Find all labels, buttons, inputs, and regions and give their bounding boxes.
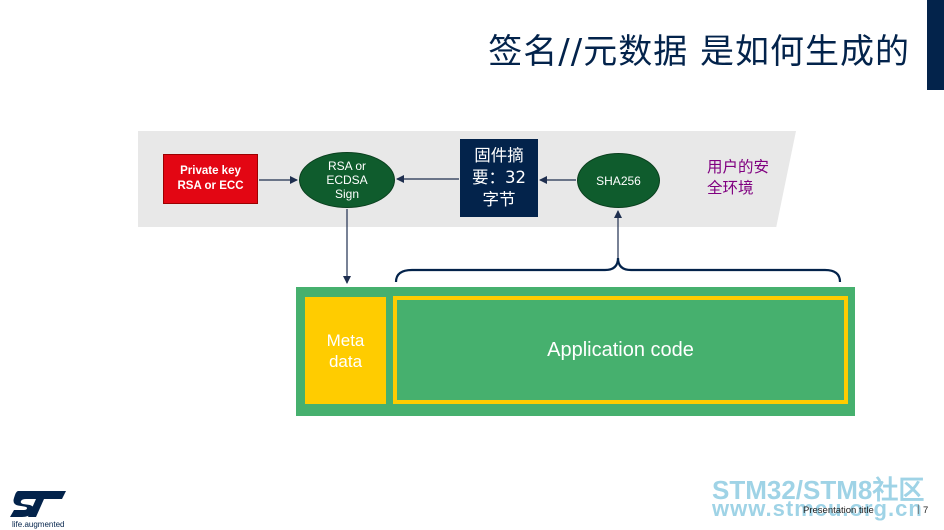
footer-separator: | [917, 504, 920, 515]
watermark-line-2: www.stmcu.org.cn [712, 496, 923, 521]
rsa-ecdsa-sign-node: RSA or ECDSA Sign [299, 152, 395, 208]
application-code-label: Application code [547, 338, 694, 361]
private-key-line-2: RSA or ECC [177, 180, 244, 192]
application-code-block: Application code [393, 296, 848, 404]
digest-line-2: 要：32 [472, 168, 526, 187]
accent-bar [927, 0, 944, 90]
st-logo-icon [10, 491, 66, 517]
brand-tagline: life.augmented [12, 520, 65, 529]
rsa-line-3: Sign [334, 187, 360, 201]
private-key-box: Private key RSA or ECC [163, 154, 258, 204]
secure-env-line-2: 全环境 [707, 179, 754, 197]
application-brace [394, 257, 842, 283]
metadata-line-1: Meta [326, 330, 365, 350]
footer-presentation-title: Presentation title [803, 505, 874, 516]
digest-line-3: 字节 [482, 190, 516, 209]
slide-title: 签名//元数据 是如何生成的 [488, 32, 910, 72]
secure-env-line-1: 用户的安 [707, 158, 770, 176]
firmware-image-block [296, 287, 855, 416]
digest-line-1: 固件摘 [474, 146, 524, 165]
rsa-line-2: ECDSA [326, 173, 368, 187]
firmware-digest-box: 固件摘 要：32 字节 [460, 139, 538, 217]
page-number: 7 [923, 505, 929, 516]
secure-environment-label: 用户的安 全环境 [707, 157, 769, 199]
watermark-line-1: STM32/STM8社区 [712, 475, 925, 505]
private-key-line-1: Private key [180, 165, 241, 177]
metadata-block: Meta data [305, 297, 386, 404]
rsa-line-1: RSA or [327, 159, 366, 173]
sha256-node: SHA256 [577, 153, 660, 208]
sha256-label: SHA256 [596, 173, 641, 188]
metadata-line-2: data [328, 351, 363, 371]
